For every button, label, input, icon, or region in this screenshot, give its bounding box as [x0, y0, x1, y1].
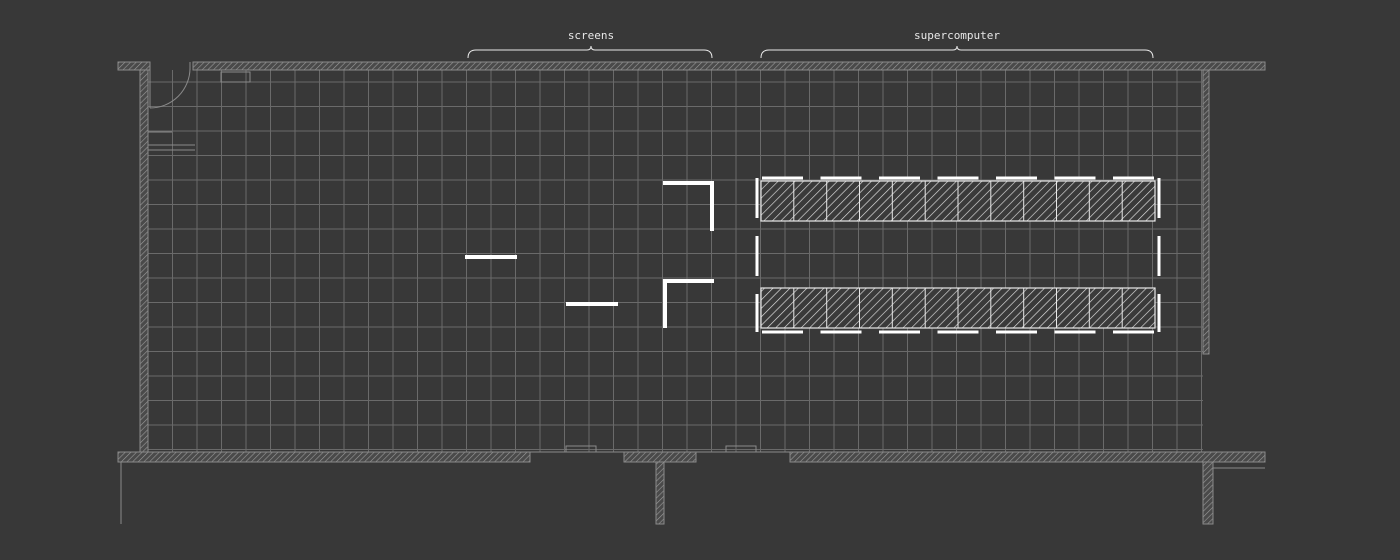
rack-perimeter: [755, 176, 1161, 334]
screens-callout: screens: [467, 29, 713, 59]
bottom-wall-middle: [623, 451, 697, 463]
wall-shelf: [148, 131, 195, 151]
top-wall: [192, 61, 1266, 71]
screen-panel-corner: [663, 181, 714, 231]
supercomputer-callout: supercomputer: [760, 29, 1154, 59]
lower-wall-center: [655, 461, 665, 525]
lower-wall-right: [1202, 461, 1214, 525]
top-wall-left-stub: [117, 61, 151, 71]
supercomputer-label: supercomputer: [914, 29, 1000, 42]
screens-label: screens: [568, 29, 614, 42]
right-wall: [1202, 69, 1210, 355]
supercomputer-racks: [760, 180, 1156, 329]
door: [149, 62, 191, 109]
bottom-door-thresholds: [530, 445, 790, 453]
left-wall: [139, 69, 149, 453]
wall-fixture: [220, 71, 251, 83]
bottom-wall-left: [117, 451, 531, 463]
floor-grid: [147, 70, 1203, 452]
screen-panel-corner: [663, 279, 714, 328]
screen-panels: [465, 181, 714, 328]
bottom-wall-right: [789, 451, 1266, 463]
